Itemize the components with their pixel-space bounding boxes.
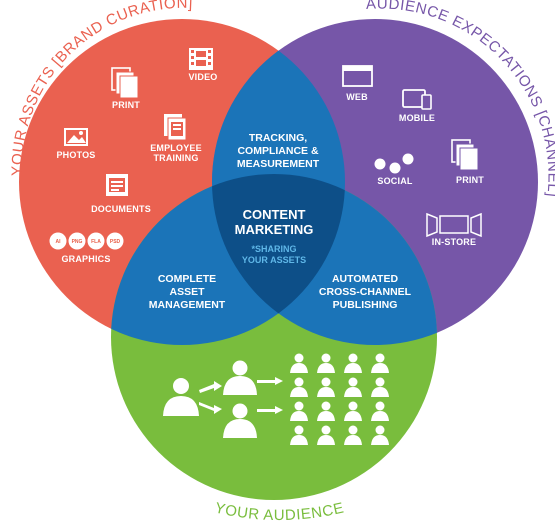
audience-person-icon [290, 425, 308, 445]
badge-ai-text: AI [56, 239, 62, 245]
psd-badge-icon [106, 232, 124, 250]
sharing-assets-line1: *SHARING [251, 244, 296, 254]
publishing-label-line1: AUTOMATED [332, 273, 399, 285]
audience-person-icon [317, 377, 335, 397]
audience-person-icon [371, 401, 389, 421]
audience-person-icon [344, 377, 362, 397]
audience-grid [290, 353, 389, 445]
in-store-icon [426, 212, 482, 238]
youtube-icon [389, 162, 401, 174]
audience-person-icon [371, 353, 389, 373]
audience-person-icon [317, 425, 335, 445]
tracking-label-line3: MEASUREMENT [237, 158, 320, 170]
print-right-icon [451, 139, 479, 171]
badge-psd-text: PSD [110, 239, 121, 245]
print-icon [111, 67, 139, 99]
audience-person-icon [290, 377, 308, 397]
audience-person-icon [317, 401, 335, 421]
asset-management-label-line2: ASSET [169, 286, 205, 298]
audience-graphic [163, 353, 389, 445]
source-person-icon [163, 378, 199, 416]
social-label: SOCIAL [377, 176, 413, 186]
asset-management-label-line1: COMPLETE [158, 273, 216, 285]
arrow-icons [199, 377, 283, 414]
audience-person-icon [371, 377, 389, 397]
audience-person-icon [344, 425, 362, 445]
social-icons [374, 153, 414, 174]
tracking-label-line1: TRACKING, [249, 132, 307, 144]
audience-person-icon [317, 353, 335, 373]
file-type-badges: AI PNG FLA PSD [49, 232, 124, 250]
web-icon [342, 65, 373, 87]
employee-training-icon [164, 114, 187, 141]
photos-icon [64, 128, 88, 146]
web-label: WEB [346, 92, 368, 102]
fla-badge-icon [87, 232, 105, 250]
audience-person-icon [344, 401, 362, 421]
twitter-icon [374, 158, 386, 170]
publishing-label-line2: CROSS-CHANNEL [319, 286, 412, 298]
badge-png-text: PNG [72, 239, 83, 245]
audience-person-icon [371, 425, 389, 445]
badge-fla-text: FLA [91, 239, 101, 245]
content-marketing-title-line1: CONTENT [243, 207, 306, 222]
audience-person-icon [290, 401, 308, 421]
photos-label: PHOTOS [56, 150, 95, 160]
content-marketing-title-line2: MARKETING [235, 222, 314, 237]
video-icon [189, 48, 213, 70]
audience-person-icon [344, 353, 362, 373]
asset-management-label-line3: MANAGEMENT [149, 299, 226, 311]
mobile-label: MOBILE [399, 113, 435, 123]
bottom-circle-title: YOUR AUDIENCE [213, 499, 346, 524]
graphics-label: GRAPHICS [61, 254, 110, 264]
documents-icon [106, 174, 128, 196]
facebook-icon [402, 153, 414, 165]
video-label: VIDEO [188, 72, 217, 82]
png-badge-icon [68, 232, 86, 250]
print-label: PRINT [112, 100, 140, 110]
tracking-label-line2: COMPLIANCE & [237, 145, 319, 157]
print-right-label: PRINT [456, 175, 484, 185]
publishing-label-line3: PUBLISHING [333, 299, 398, 311]
employee-training-label-2: TRAINING [153, 153, 198, 163]
sharing-assets-line2: YOUR ASSETS [242, 255, 306, 265]
in-store-label: IN-STORE [432, 237, 476, 247]
documents-label: DOCUMENTS [91, 204, 151, 214]
audience-person-icon [290, 353, 308, 373]
middle-person-icons [223, 360, 257, 438]
employee-training-label-1: EMPLOYEE [150, 143, 202, 153]
mobile-icon [402, 89, 432, 110]
ai-badge-icon [49, 232, 67, 250]
